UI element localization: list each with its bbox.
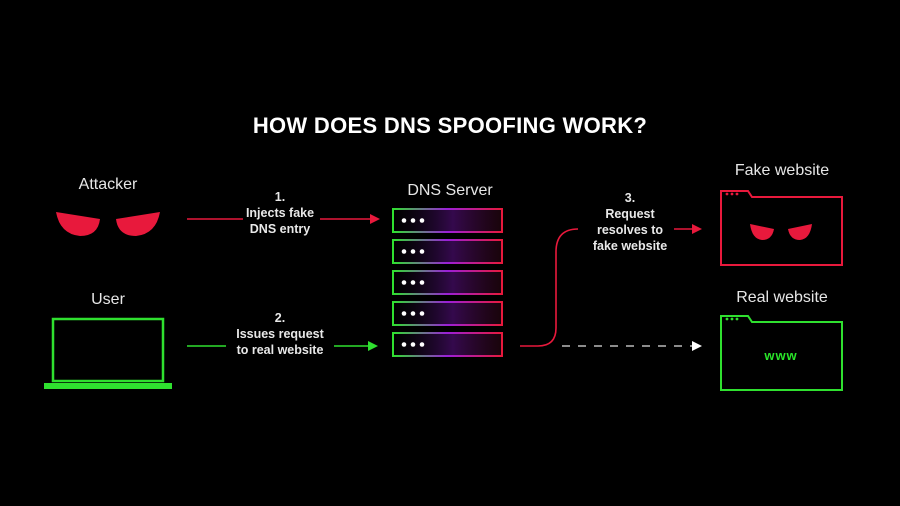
dashed-arrow-to-real-website <box>562 341 702 351</box>
step-1-line-1: Injects fake <box>245 206 315 220</box>
step-2-number: 2. <box>274 311 286 325</box>
step-2-label: 2. Issues request to real website <box>215 310 345 358</box>
server-unit <box>392 208 503 233</box>
step-3-number: 3. <box>624 191 636 205</box>
server-unit <box>392 270 503 295</box>
step-3-line-3: fake website <box>592 239 668 253</box>
step-2-line-1: Issues request <box>236 327 324 341</box>
arrow-user-to-dns <box>187 341 378 351</box>
dns-server-label: DNS Server <box>407 182 493 199</box>
step-1-number: 1. <box>274 190 286 204</box>
step-3-line-1: Request <box>605 207 655 221</box>
step-1-line-2: DNS entry <box>249 222 311 236</box>
real-website-window-icon <box>720 315 843 391</box>
step-3-label: 3. Request resolves to fake website <box>565 190 695 254</box>
fake-website-label: Fake website <box>734 162 830 179</box>
step-3-line-2: resolves to <box>596 223 663 237</box>
arrow-attacker-to-dns <box>187 214 380 224</box>
attacker-eyes-icon <box>56 212 160 236</box>
user-label: User <box>91 291 125 308</box>
real-website-label: Real website <box>736 289 828 306</box>
server-unit <box>392 332 503 357</box>
server-unit <box>392 301 503 326</box>
arrow-dns-to-fake-website <box>520 224 702 347</box>
laptop-icon <box>44 317 172 389</box>
diagram-title: HOW DOES DNS SPOOFING WORK? <box>252 113 648 138</box>
server-rack-icon <box>392 208 503 357</box>
step-1-label: 1. Injects fake DNS entry <box>215 189 345 237</box>
fake-website-window-icon <box>720 190 843 266</box>
server-unit <box>392 239 503 264</box>
www-text: www <box>764 348 798 363</box>
step-2-line-2: to real website <box>236 343 324 357</box>
attacker-label: Attacker <box>78 176 138 193</box>
